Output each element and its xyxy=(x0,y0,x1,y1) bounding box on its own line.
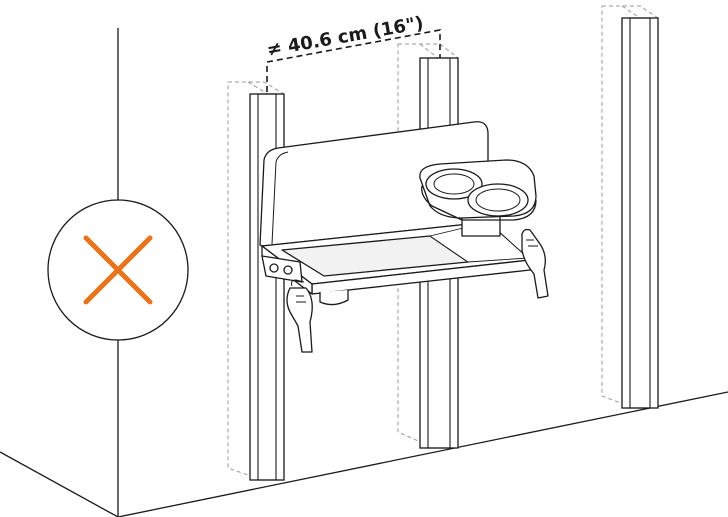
wall-stud-right xyxy=(601,5,659,409)
left-hand xyxy=(286,279,313,353)
wall-stud-left xyxy=(227,81,285,481)
cross-icon xyxy=(83,235,153,305)
spacing-measurement-label: ≠ 40.6 cm (16") xyxy=(265,13,425,61)
desk-clamp xyxy=(261,255,349,306)
incorrect-indicator xyxy=(47,199,189,341)
floor-line-right xyxy=(117,391,728,517)
back-panel xyxy=(259,121,489,247)
cup-holder xyxy=(419,159,537,237)
right-hand xyxy=(521,228,549,299)
floor-line-left xyxy=(0,451,119,517)
workstation-assembly xyxy=(259,121,549,353)
dimension-bracket xyxy=(266,29,441,92)
